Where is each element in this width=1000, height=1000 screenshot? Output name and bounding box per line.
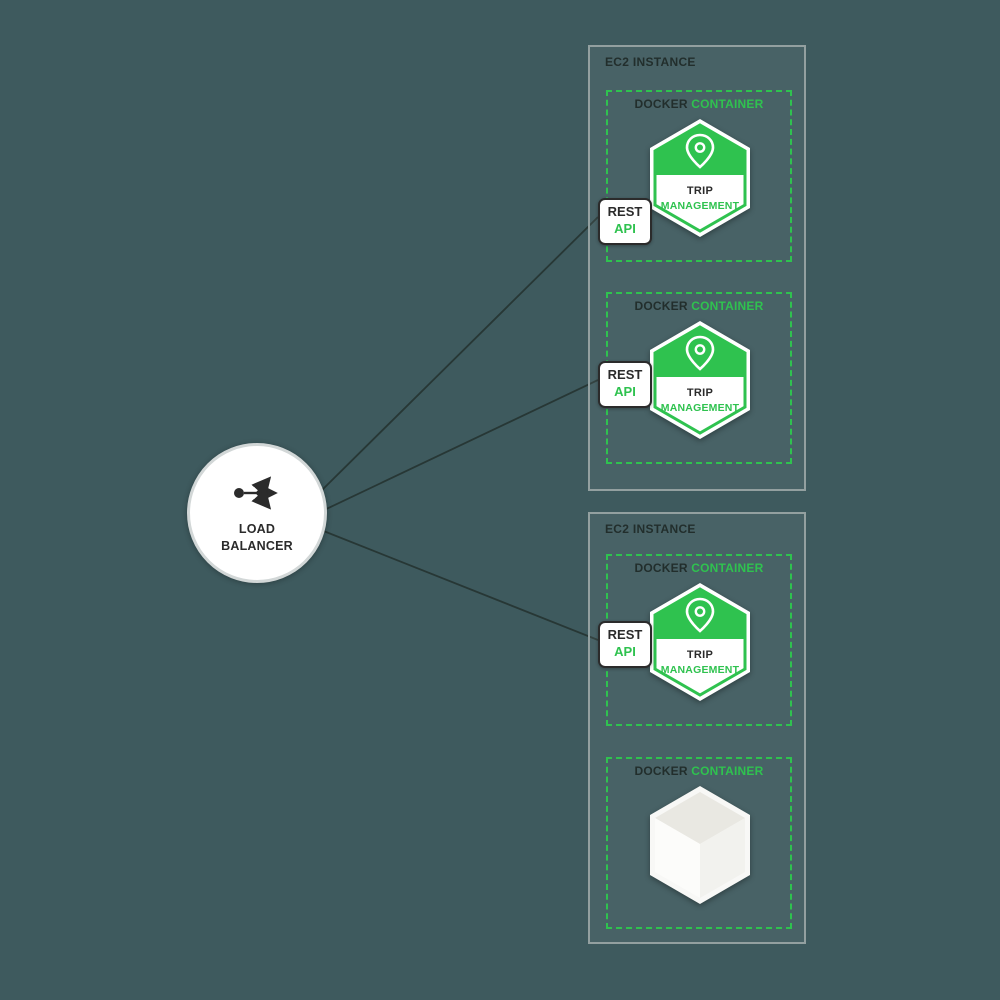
- hexagon-top: [655, 125, 745, 175]
- ec2-instance-label: EC2 INSTANCE: [605, 55, 696, 69]
- hexagon-top: [655, 327, 745, 377]
- docker-label-dark: DOCKER: [634, 561, 688, 575]
- arrow-up-right: [251, 475, 272, 497]
- map-pin-icon: [685, 335, 715, 371]
- empty-container-icon: [650, 786, 750, 904]
- docker-container-4: DOCKER CONTAINER: [606, 757, 792, 929]
- map-pin-icon: [685, 597, 715, 633]
- load-balancer-label-line2: BALANCER: [221, 538, 293, 553]
- cube-right-face: [700, 818, 745, 898]
- docker-container-label: DOCKER CONTAINER: [608, 299, 790, 313]
- source-dot: [234, 487, 244, 498]
- rest-api-badge: REST API: [598, 361, 652, 408]
- cube-left-face: [655, 818, 700, 898]
- service-name-line1: TRIP: [687, 387, 713, 399]
- trip-management-icon: TRIP MANAGEMENT: [650, 321, 750, 439]
- docker-label-dark: DOCKER: [634, 299, 688, 313]
- load-balancer-label: LOAD BALANCER: [221, 521, 293, 555]
- load-balancer-label-line1: LOAD: [238, 521, 276, 536]
- rest-api-badge: REST API: [598, 198, 652, 245]
- docker-container-2: DOCKER CONTAINER TRIP MANAGEMENT REST AP…: [598, 292, 792, 464]
- connection-line: [315, 216, 599, 497]
- docker-label-green: CONTAINER: [691, 561, 764, 575]
- ec2-instance-label: EC2 INSTANCE: [605, 522, 696, 536]
- load-balancer: LOAD BALANCER: [187, 443, 327, 583]
- connection-line: [319, 379, 599, 513]
- docker-label-green: CONTAINER: [691, 97, 764, 111]
- badge-rest-label: REST: [607, 367, 643, 382]
- badge-rest-label: REST: [607, 627, 643, 642]
- docker-container-label: DOCKER CONTAINER: [608, 97, 790, 111]
- ec2-instance-1: EC2 INSTANCE DOCKER CONTAINER TRIP MANAG…: [588, 45, 806, 491]
- ec2-instance-2: EC2 INSTANCE DOCKER CONTAINER TRIP MANAG…: [588, 512, 806, 944]
- badge-api-label: API: [614, 220, 636, 236]
- connection-line: [315, 527, 599, 641]
- service-name-line2: MANAGEMENT: [661, 200, 740, 212]
- map-pin-dot: [694, 142, 706, 153]
- hexagon-top: [655, 589, 745, 639]
- arrow-down-right: [251, 488, 272, 510]
- docker-container-label: DOCKER CONTAINER: [608, 561, 790, 575]
- trip-management-icon: TRIP MANAGEMENT: [650, 583, 750, 701]
- badge-rest-label: REST: [607, 204, 643, 219]
- docker-label-dark: DOCKER: [634, 97, 688, 111]
- service-name-line2: MANAGEMENT: [661, 664, 740, 676]
- badge-api-label: API: [614, 383, 636, 399]
- map-pin-dot: [694, 344, 706, 355]
- load-balancer-icon: [234, 475, 278, 510]
- docker-container-3: DOCKER CONTAINER TRIP MANAGEMENT REST AP…: [598, 554, 792, 726]
- docker-label-green: CONTAINER: [691, 764, 764, 778]
- docker-container-1: DOCKER CONTAINER TRIP MANAGEMENT REST AP…: [598, 90, 792, 262]
- service-name-line1: TRIP: [687, 649, 713, 661]
- docker-container-label: DOCKER CONTAINER: [608, 764, 790, 778]
- rest-api-badge: REST API: [598, 621, 652, 668]
- trip-management-icon: TRIP MANAGEMENT: [650, 119, 750, 237]
- map-pin-dot: [694, 606, 706, 617]
- service-name-line2: MANAGEMENT: [661, 402, 740, 414]
- badge-api-label: API: [614, 643, 636, 659]
- map-pin-icon: [685, 133, 715, 169]
- docker-label-dark: DOCKER: [634, 764, 688, 778]
- service-name-line1: TRIP: [687, 185, 713, 197]
- docker-label-green: CONTAINER: [691, 299, 764, 313]
